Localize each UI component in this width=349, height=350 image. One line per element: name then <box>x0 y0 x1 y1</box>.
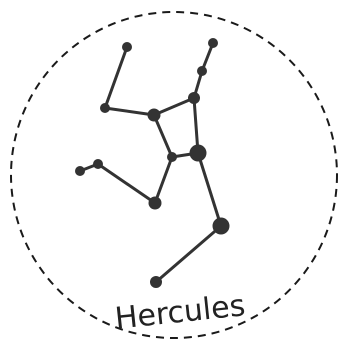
line-head-to-shoulder-left <box>103 45 129 110</box>
line-body-upper-right-to-body-lower-right <box>192 96 200 155</box>
star-arm-1 <box>197 66 207 76</box>
line-shoulder-left-to-body-upper-left <box>103 106 156 117</box>
star-body-lower-left <box>167 152 177 162</box>
line-knee-left-to-leg-left <box>96 162 157 205</box>
constellation-stars <box>75 38 230 288</box>
star-foot-left <box>75 166 85 176</box>
line-body-lower-left-to-knee-left <box>153 155 174 205</box>
star-body-upper-right <box>188 92 200 104</box>
dashed-circle-border <box>10 11 338 339</box>
line-body-upper-left-to-body-lower-left <box>152 113 174 159</box>
star-body-lower-right <box>189 144 207 162</box>
star-leg-left <box>93 159 103 169</box>
line-knee-right-to-foot-right <box>154 224 223 284</box>
star-knee-left <box>148 196 162 210</box>
star-shoulder-left <box>100 103 110 113</box>
star-knee-right <box>212 217 230 235</box>
line-body-lower-right-to-knee-right <box>196 151 223 228</box>
line-body-upper-left-to-body-upper-right <box>152 96 196 117</box>
star-foot-right <box>150 276 162 288</box>
star-body-upper-left <box>147 108 161 122</box>
star-head <box>122 42 132 52</box>
line-arm-1-to-arm-2 <box>200 41 215 73</box>
star-arm-2 <box>208 38 218 48</box>
